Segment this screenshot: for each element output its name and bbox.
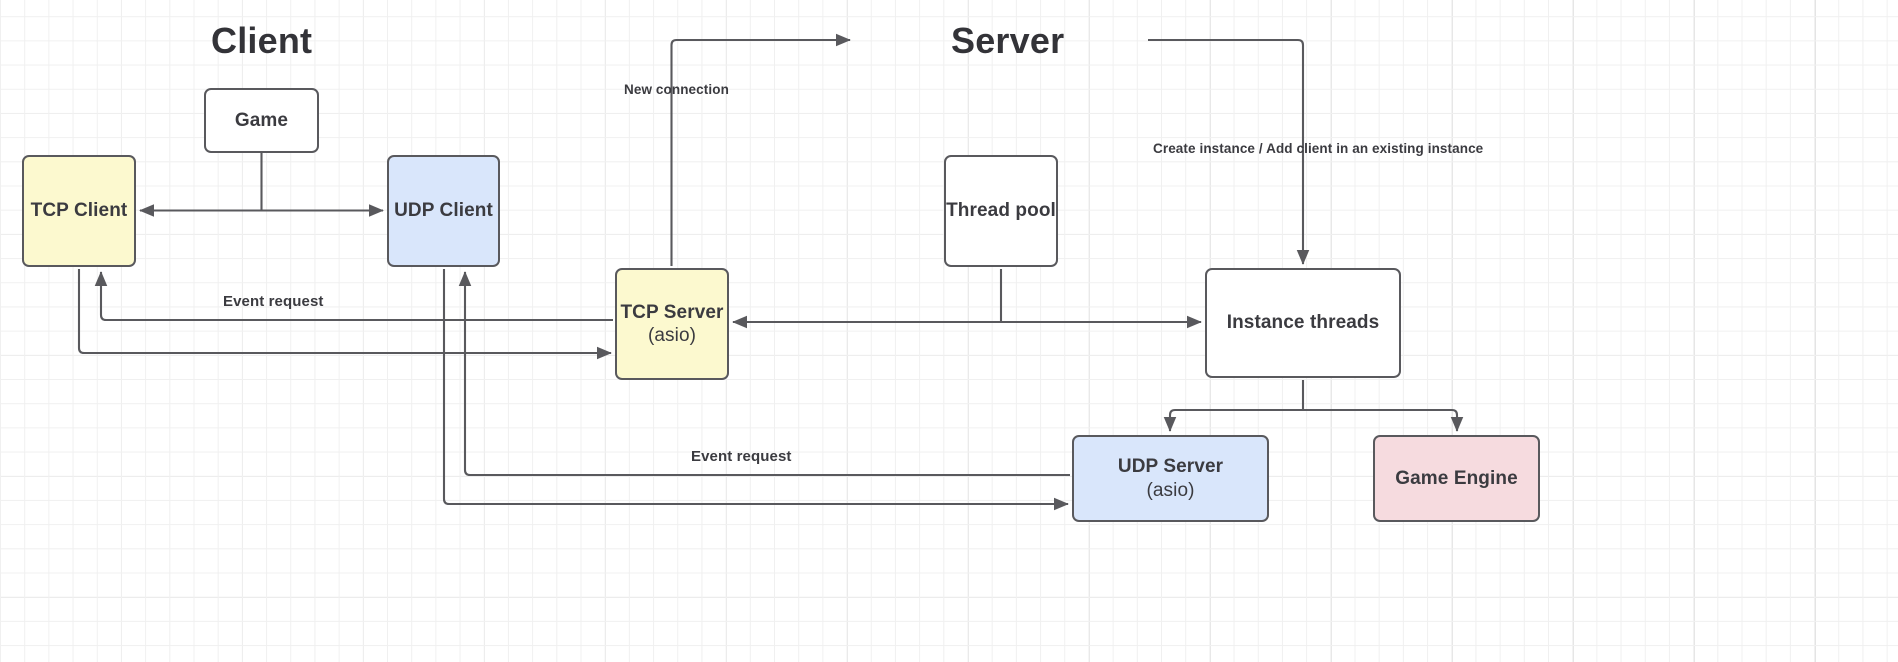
node-tcp-server[interactable]: TCP Server (asio) <box>615 268 729 380</box>
node-tcp-client[interactable]: TCP Client <box>22 155 136 267</box>
node-tcp-server-title: TCP Server <box>620 301 724 323</box>
node-game-engine[interactable]: Game Engine <box>1373 435 1540 522</box>
node-thread-pool-title: Thread pool <box>946 200 1056 222</box>
node-thread-pool[interactable]: Thread pool <box>944 155 1058 267</box>
node-udp-server[interactable]: UDP Server (asio) <box>1072 435 1269 522</box>
node-instance-threads-title: Instance threads <box>1226 312 1380 334</box>
node-game-engine-title: Game Engine <box>1395 467 1518 489</box>
edge-label-create-instance: Create instance / Add client in an exist… <box>1153 141 1484 156</box>
node-udp-server-title: UDP Server <box>1117 456 1224 478</box>
node-udp-client-title: UDP Client <box>394 200 493 222</box>
edge-label-event-request-tcp: Event request <box>223 293 324 310</box>
node-tcp-server-subtitle: (asio) <box>647 325 697 346</box>
wire-instance-to-game-engine <box>1303 408 1464 432</box>
wire-event-request-from-tcp-client <box>77 269 612 360</box>
node-game-title: Game <box>234 109 289 131</box>
node-game[interactable]: Game <box>204 88 319 153</box>
node-udp-server-subtitle: (asio) <box>1146 479 1195 501</box>
wire-event-request-to-udp-client <box>458 271 1070 477</box>
node-udp-client[interactable]: UDP Client <box>387 155 500 267</box>
edge-label-event-request-udp: Event request <box>691 448 792 465</box>
zone-title-server: Server <box>951 20 1065 61</box>
wire-event-request-to-tcp-client <box>94 271 613 322</box>
wire-instance-to-udp-server <box>1163 408 1303 432</box>
zone-title-client: Client <box>211 20 313 61</box>
wire-event-request-from-udp-client <box>442 269 1069 511</box>
node-tcp-client-title: TCP Client <box>30 200 128 222</box>
edge-label-new-connection: New connection <box>624 82 729 97</box>
wire-new-connection <box>670 33 851 266</box>
node-instance-threads[interactable]: Instance threads <box>1205 268 1401 378</box>
